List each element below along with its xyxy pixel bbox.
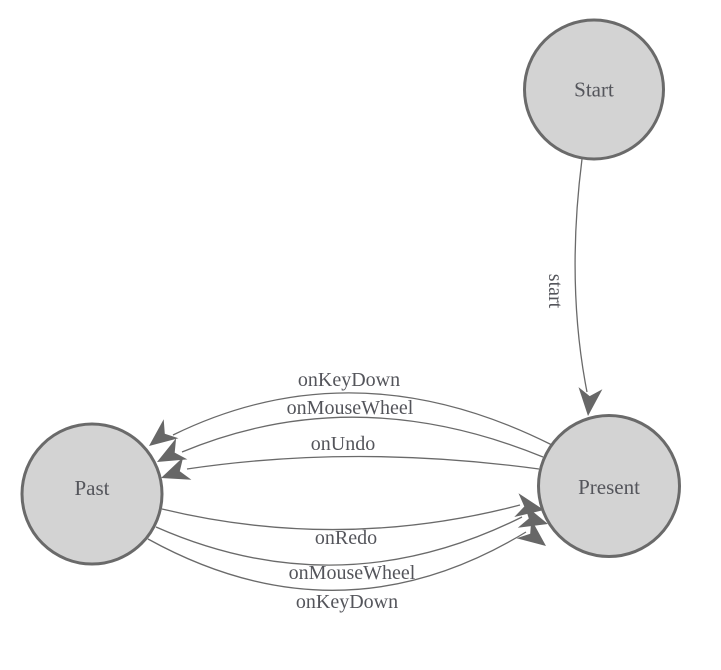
node-present-label: Present bbox=[578, 475, 640, 499]
node-start-label: Start bbox=[574, 78, 614, 102]
node-start[interactable]: Start bbox=[523, 18, 665, 161]
node-present-circle[interactable] bbox=[537, 414, 681, 558]
arrowhead-into-present-3 bbox=[516, 519, 546, 546]
edge-past-to-present-onkeydown bbox=[147, 531, 527, 591]
edge-label-onmousewheel-top: onMouseWheel bbox=[287, 397, 414, 419]
edge-present-to-past-onmousewheel bbox=[181, 416, 544, 458]
node-group: Start Past Present bbox=[20, 18, 681, 566]
edge-label-group: start onKeyDown onMouseWheel onUndo onRe… bbox=[287, 274, 566, 613]
arrowhead-into-present-2 bbox=[517, 504, 548, 528]
node-past-label: Past bbox=[74, 476, 109, 500]
edge-past-to-present-onredo bbox=[161, 504, 521, 531]
edge-label-onkeydown-top: onKeyDown bbox=[298, 369, 400, 391]
edge-present-to-past-onundo bbox=[186, 455, 540, 470]
edge-past-to-present-onmousewheel bbox=[155, 516, 523, 566]
arrowhead-into-past-3 bbox=[161, 457, 192, 480]
node-present[interactable]: Present bbox=[537, 414, 681, 558]
edge-label-onundo: onUndo bbox=[311, 433, 375, 455]
node-past[interactable]: Past bbox=[20, 422, 164, 566]
arrowhead-into-past-2 bbox=[157, 438, 188, 462]
edge-label-onredo: onRedo bbox=[315, 527, 377, 549]
edge-group bbox=[147, 158, 588, 591]
edge-label-onkeydown-bottom: onKeyDown bbox=[296, 591, 398, 613]
edge-label-start: start bbox=[544, 274, 566, 309]
arrowhead-into-present-1 bbox=[514, 493, 544, 517]
node-past-circle[interactable] bbox=[20, 422, 164, 566]
arrowhead-group bbox=[149, 387, 603, 546]
edge-present-to-past-onkeydown bbox=[172, 392, 553, 446]
arrowhead-start-to-present bbox=[578, 387, 603, 416]
node-start-circle[interactable] bbox=[523, 18, 665, 161]
edge-label-onmousewheel-bottom: onMouseWheel bbox=[289, 562, 416, 584]
edge-start-to-present bbox=[574, 158, 588, 393]
arrowhead-into-past-1 bbox=[149, 419, 179, 446]
